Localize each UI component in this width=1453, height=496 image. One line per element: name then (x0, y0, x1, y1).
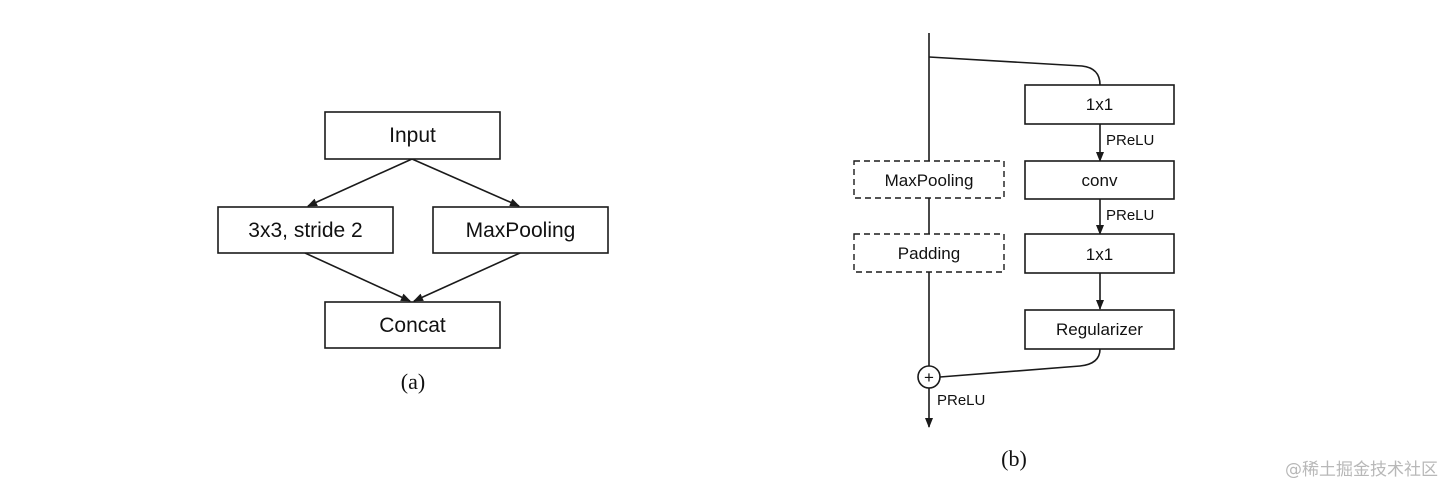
edge-conv-to-concat (304, 252, 411, 302)
node-1x1-top-label: 1x1 (1086, 95, 1113, 114)
node-1x1-top: 1x1 (1024, 84, 1175, 125)
node-maxpooling-a: MaxPooling (432, 206, 609, 254)
node-1x1-bottom-label: 1x1 (1086, 245, 1113, 264)
node-input-label: Input (389, 124, 436, 147)
node-1x1-bottom: 1x1 (1024, 233, 1175, 274)
node-maxpooling-b: MaxPooling (853, 160, 1005, 199)
add-symbol: + (924, 368, 934, 387)
watermark-text: @稀土掘金技术社区 (1285, 460, 1438, 480)
node-conv: conv (1024, 160, 1175, 200)
edge-input-to-conv (307, 158, 413, 207)
merge-connector (939, 348, 1101, 378)
caption-a: (a) (401, 369, 425, 394)
node-input: Input (324, 111, 501, 160)
edge-input-to-maxpool (411, 158, 520, 207)
edge-maxpool-to-concat (413, 252, 521, 302)
node-padding-label: Padding (898, 244, 960, 263)
node-regularizer-label: Regularizer (1056, 320, 1143, 339)
split-connector (928, 56, 1101, 86)
node-maxpooling-a-label: MaxPooling (466, 219, 576, 242)
node-maxpooling-b-label: MaxPooling (885, 171, 974, 190)
diagram-a: Input 3x3, stride 2 MaxPooling Concat (a… (217, 111, 609, 394)
node-padding: Padding (853, 233, 1005, 273)
node-conv-3x3: 3x3, stride 2 (217, 206, 394, 254)
prelu-label-2: PReLU (1106, 207, 1154, 224)
prelu-label-1: PReLU (1106, 132, 1154, 149)
node-conv-label: conv (1082, 171, 1118, 190)
diagram-b: MaxPooling Padding 1x1 PReLU conv PReLU … (853, 33, 1175, 471)
prelu-label-output: PReLU (937, 392, 985, 409)
caption-b: (b) (1001, 446, 1027, 471)
node-conv-3x3-label: 3x3, stride 2 (248, 219, 362, 242)
add-node: + (917, 365, 941, 389)
node-regularizer: Regularizer (1024, 309, 1175, 350)
node-concat-label: Concat (379, 314, 446, 337)
node-concat: Concat (324, 301, 501, 349)
